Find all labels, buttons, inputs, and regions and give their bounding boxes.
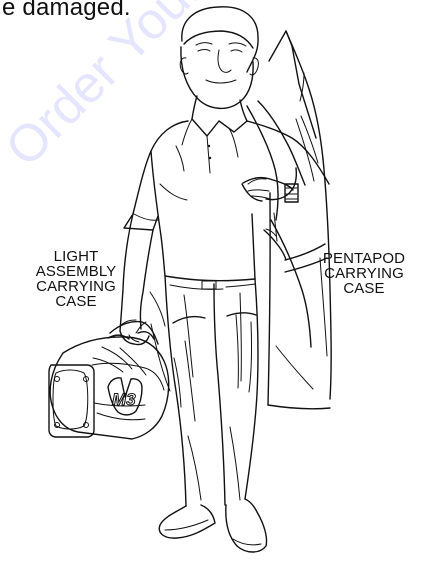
- pants: [165, 276, 258, 506]
- bag-m3-mark: M3: [112, 390, 136, 409]
- shoes: [159, 499, 266, 552]
- detail-lines: [150, 292, 252, 421]
- light-assembly-carrying-case: M3: [49, 322, 169, 439]
- pentapod-carrying-case: [264, 31, 331, 409]
- head: [180, 7, 258, 109]
